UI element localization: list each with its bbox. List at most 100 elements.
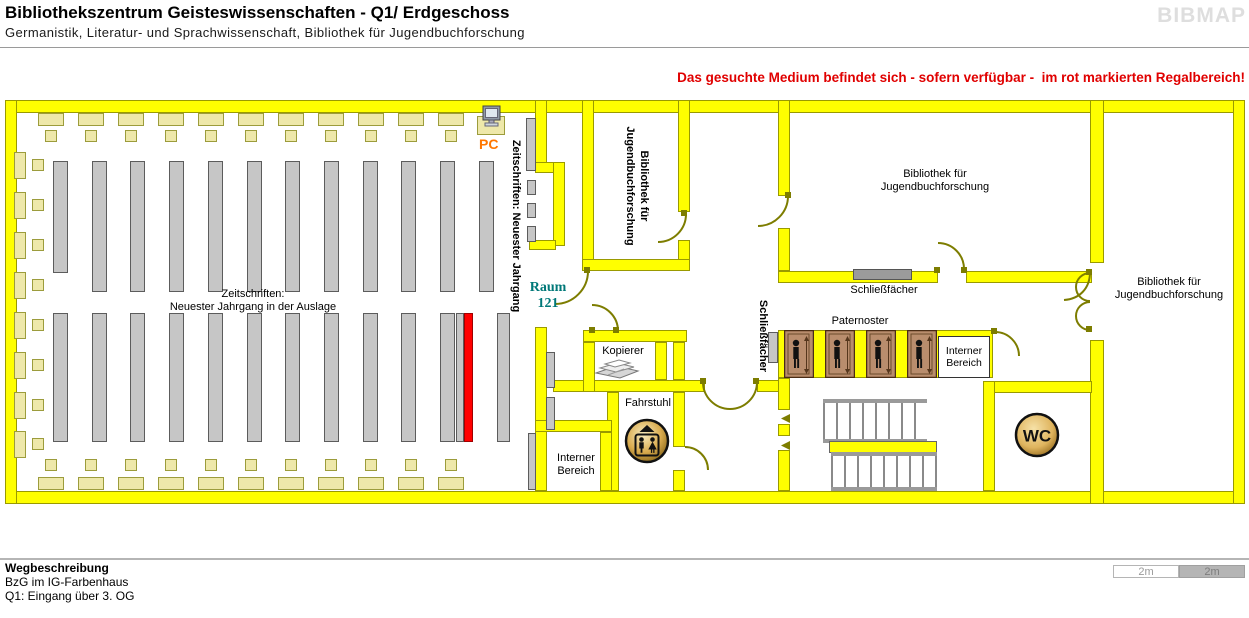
bookshelf [285,161,300,292]
wall [778,424,790,436]
kopierer-label: Kopierer [602,345,644,357]
footer-divider [0,558,1249,560]
chair [365,130,377,142]
table [198,113,224,126]
chair [205,130,217,142]
schliessfaecher-lockers [853,269,912,280]
paternoster-cabin [784,330,814,378]
bookshelf [440,313,455,442]
scale-bar: 2m 2m [1113,565,1245,578]
table [14,232,26,259]
room-jugendbuch-west-label: Bibliothek für Jugendbuchforschung [622,126,650,245]
bookshelf [324,161,339,292]
search-result-hint: Das gesuchte Medium befindet sich - sofe… [677,70,1245,85]
table [198,477,224,490]
chair [32,199,44,211]
table [14,431,26,458]
paternoster-label: Paternoster [831,315,889,327]
chair [245,130,257,142]
table [118,113,144,126]
chair [205,459,217,471]
bookshelf [130,313,145,442]
bibmap-logo: BIBMAP [1157,4,1246,27]
chair [285,130,297,142]
label-line: Interner [557,452,595,464]
bookshelf [169,161,184,292]
label-line: Bereich [557,464,595,477]
paternoster-cabin [825,330,855,378]
wall [553,162,565,246]
interner-bereich-west-label: Interner Bereich [548,452,604,478]
footer-building: BzG im IG-Farbenhaus [5,575,129,589]
wall [778,378,790,410]
bookshelf [401,161,416,292]
chair [32,239,44,251]
wall-shelf [546,397,555,430]
bookshelf [92,161,107,292]
wall [983,381,995,491]
bookshelf [456,313,464,442]
paternoster-cabin [866,330,896,378]
label-line: Zeitschriften: [221,288,285,300]
bookshelf [363,161,378,292]
elevator-icon [624,418,670,464]
table [438,477,464,490]
label-line: Jugendbuchforschung [624,126,636,246]
chair [405,459,417,471]
wall [673,392,685,447]
wall [583,330,687,342]
table [278,477,304,490]
chair [45,459,57,471]
table [14,312,26,339]
label-line: Bibliothek für [637,150,650,222]
pc-label: PC [479,136,499,152]
label-line: Jugendbuchforschung [880,180,990,193]
label-line: Interner [945,345,983,357]
wall-shelf [527,180,536,195]
wall-shelf [546,352,555,388]
schliessfaecher-north-label: Schließfächer [850,284,918,296]
stairs-lower-flight [831,452,937,491]
zeitschriften-wall-label: Zeitschriften: Neuester Jahrgang [509,139,522,313]
chair [32,438,44,450]
chair [285,459,297,471]
table [438,113,464,126]
chair [445,130,457,142]
chair [32,319,44,331]
table [158,477,184,490]
table [78,477,104,490]
scale-segment: 2m [1113,565,1179,578]
chair [125,130,137,142]
wall [582,259,690,271]
wall [673,470,685,491]
wall [529,240,556,250]
wall [655,342,667,380]
table [318,113,344,126]
wall-shelf [526,118,536,171]
table [238,113,264,126]
chair [85,459,97,471]
chair [325,130,337,142]
copier-icon [594,359,640,379]
chair [85,130,97,142]
table [38,477,64,490]
wall [673,342,685,380]
chair [165,459,177,471]
table [78,113,104,126]
badge-line: Raum [529,280,567,295]
wall [778,100,790,196]
bookshelf [285,313,300,442]
table [14,192,26,219]
table [38,113,64,126]
bookshelf [92,313,107,442]
table [118,477,144,490]
wall [1090,100,1104,263]
pc-icon [482,105,501,127]
chair [365,459,377,471]
reading-room-label: Zeitschriften: Neuester Jahrgang in der … [128,288,378,314]
wall-shelf [528,433,536,490]
paternoster-cabin [907,330,937,378]
bookshelf [169,313,184,442]
